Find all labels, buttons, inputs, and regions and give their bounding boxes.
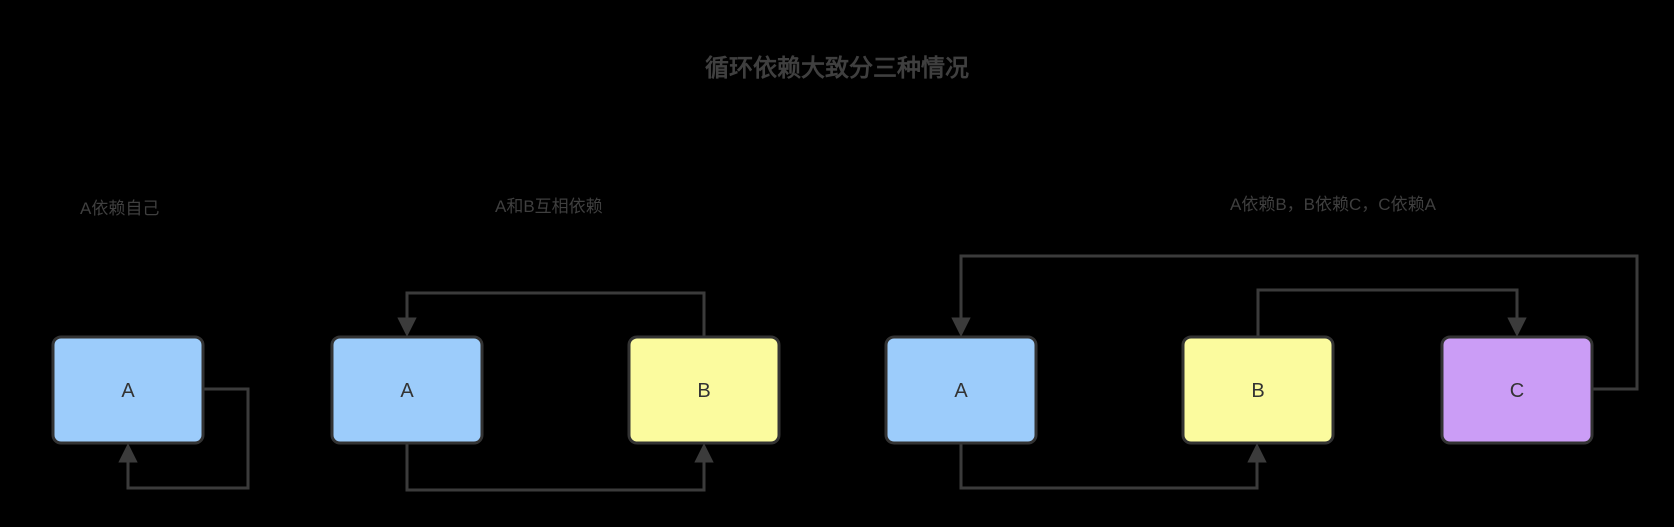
node-b-triangle-label: B — [1251, 380, 1264, 402]
edge-a-to-b — [405, 443, 714, 492]
section-mutual-dependency-caption: A和B互相依赖 — [495, 197, 603, 216]
node-a-triangle-label: A — [954, 380, 968, 402]
node-a-mutual-label: A — [400, 380, 414, 402]
node-a-self — [51, 335, 205, 445]
node-b-mutual — [627, 335, 781, 445]
node-c-triangle-label: C — [1510, 380, 1524, 402]
diagram-title: 循环依赖大致分三种情况 — [705, 54, 969, 82]
node-c-triangle — [1440, 335, 1594, 445]
edge-c-to-a — [951, 254, 1639, 391]
edge-a-self-loop — [118, 387, 250, 490]
edge-b-to-a — [397, 291, 706, 337]
node-a-self-label: A — [121, 380, 135, 402]
node-b-triangle — [1181, 335, 1335, 445]
node-a-triangle — [884, 335, 1038, 445]
section-triangle-dependency-caption: A依赖B，B依赖C，C依赖A — [1230, 195, 1437, 214]
node-a-mutual — [330, 335, 484, 445]
edge-a-to-b-triangle — [959, 443, 1267, 490]
edge-b-to-c — [1256, 288, 1527, 337]
node-b-mutual-label: B — [697, 380, 710, 402]
section-self-dependency-caption: A依赖自己 — [80, 199, 159, 218]
